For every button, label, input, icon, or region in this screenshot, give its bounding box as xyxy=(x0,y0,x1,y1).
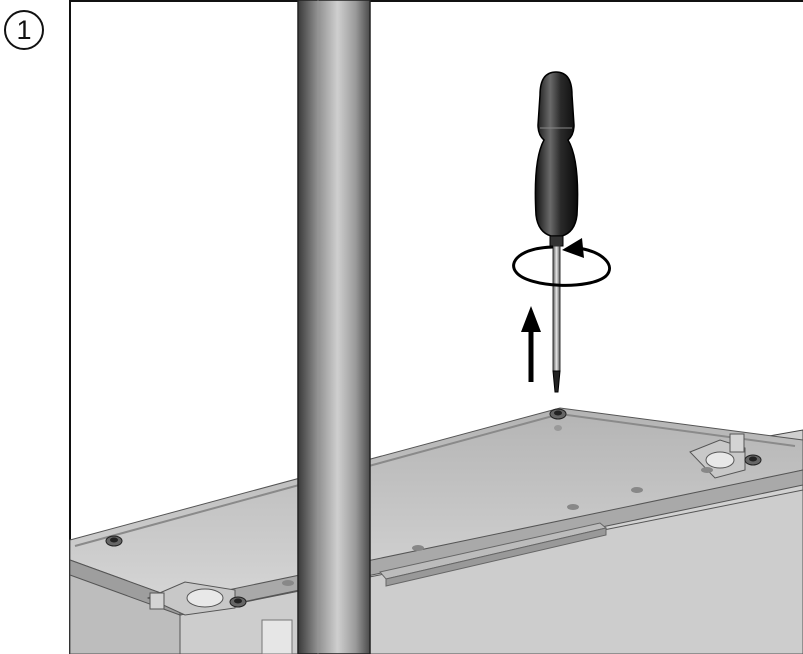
hole xyxy=(282,580,294,586)
hole xyxy=(412,545,424,551)
hole xyxy=(701,467,713,473)
screws xyxy=(105,408,762,608)
step-number-badge: 1 xyxy=(4,10,44,50)
hinge-bracket-left xyxy=(146,581,236,616)
vertical-pole xyxy=(297,0,371,654)
rotation-arrow-icon xyxy=(512,238,611,287)
side-opening xyxy=(261,619,293,654)
screwdriver-tip xyxy=(552,370,561,393)
screw-left xyxy=(105,535,123,547)
plate-holes xyxy=(282,467,713,586)
screwdriver-shaft xyxy=(552,245,561,372)
hole xyxy=(631,487,643,493)
screw-right xyxy=(744,454,762,466)
screwdriver-handle xyxy=(534,71,579,237)
hole xyxy=(567,504,579,510)
screwdriver-icon xyxy=(534,71,579,393)
screw-bottom xyxy=(229,596,247,608)
screw-top xyxy=(549,408,567,431)
up-arrow-icon xyxy=(521,306,541,382)
screwdriver-ferrule xyxy=(549,235,564,247)
